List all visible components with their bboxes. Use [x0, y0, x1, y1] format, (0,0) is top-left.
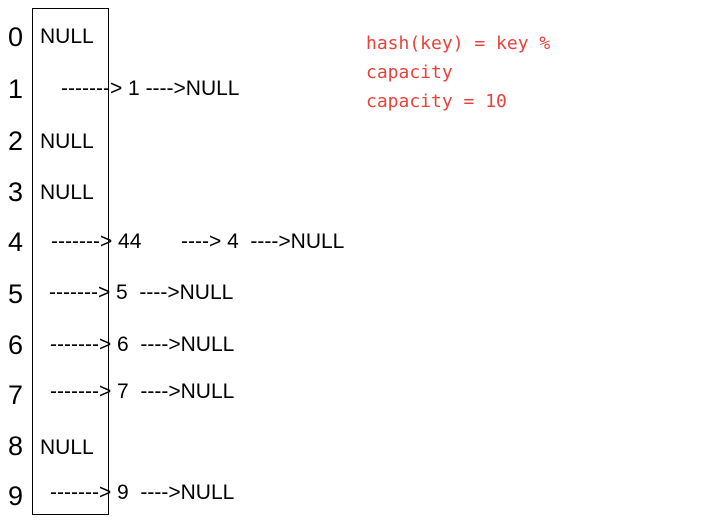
bucket-index-8: 8 [8, 431, 24, 461]
bucket-0-null: NULL [40, 25, 94, 48]
bucket-2-null: NULL [40, 130, 94, 153]
bucket-index-2: 2 [8, 126, 24, 156]
bucket-array-box [32, 8, 109, 515]
bucket-7-chain: -------> 7 ---->NULL [50, 380, 235, 403]
bucket-index-7: 7 [8, 380, 24, 410]
hash-formula-line1: hash(key) = key % [366, 33, 551, 54]
bucket-4-chain-tail: ----> 4 ---->NULL [181, 230, 345, 253]
bucket-index-6: 6 [8, 330, 24, 360]
bucket-index-9: 9 [8, 481, 24, 511]
bucket-6-chain: -------> 6 ---->NULL [50, 333, 235, 356]
bucket-5-chain: -------> 5 ---->NULL [49, 281, 234, 304]
bucket-index-1: 1 [8, 74, 24, 104]
bucket-4-chain-head: -------> 44 [51, 230, 142, 253]
bucket-index-3: 3 [8, 177, 24, 207]
capacity-note: capacity = 10 [366, 91, 507, 112]
bucket-3-null: NULL [40, 181, 94, 204]
bucket-index-4: 4 [8, 227, 24, 257]
hash-formula-line2: capacity [366, 62, 453, 83]
bucket-8-null: NULL [40, 436, 94, 459]
bucket-1-chain: -------> 1 ---->NULL [61, 77, 240, 100]
bucket-index-0: 0 [8, 22, 24, 52]
bucket-index-5: 5 [8, 279, 24, 309]
bucket-9-chain: -------> 9 ---->NULL [50, 481, 235, 504]
